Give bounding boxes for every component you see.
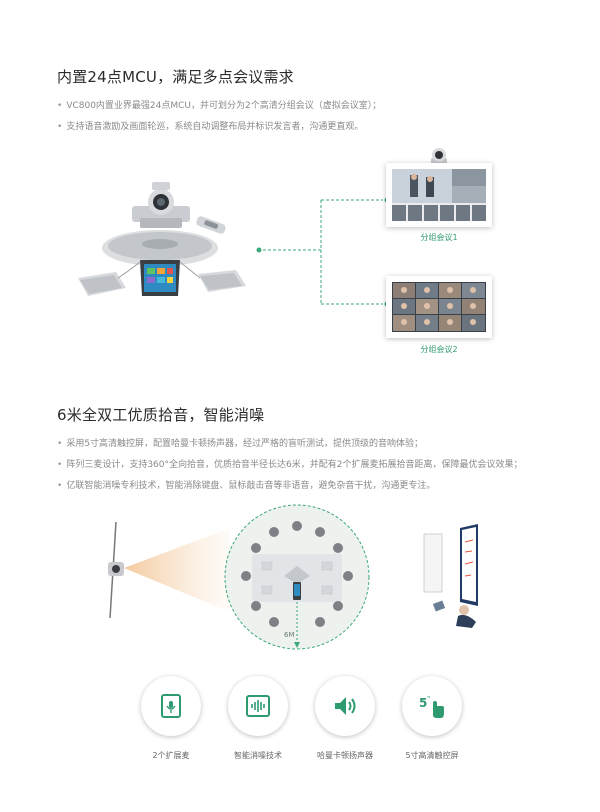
feature-circle: [141, 676, 201, 736]
feature-expansion-mics: 2个扩展麦: [126, 676, 216, 761]
bullet-item: 亿联智能消噪专利技术，智能消除键盘、鼠标敲击音等非语音，避免杂音干扰，沟通更专注…: [57, 476, 522, 497]
pickup-zone-illustration: [224, 504, 370, 650]
section2-bullets: 采用5寸高清触控屏，配置哈曼卡顿扬声器，经过严格的盲听测试，提供顶级的音响体验；…: [57, 434, 522, 497]
video-layout-1: [392, 169, 486, 221]
bullet-item: 阵列三麦设计，支持360°全向拾音，优质拾音半径长达6米，并配有2个扩展麦拓展拾…: [57, 455, 522, 476]
section2-title: 6米全双工优质拾音，智能消噪: [57, 406, 265, 424]
bullet-item: 采用5寸高清触控屏，配置哈曼卡顿扬声器，经过严格的盲听测试，提供顶级的音响体验；: [57, 434, 522, 455]
feature-label: 智能消噪技术: [234, 751, 282, 760]
feature-label: 2个扩展麦: [152, 751, 190, 760]
svg-text:5: 5: [419, 696, 427, 710]
touchscreen-icon: 5 ": [419, 695, 444, 718]
feature-noise-cancel: 智能消噪技术: [213, 676, 303, 761]
vc800-device-illustration: [78, 182, 246, 296]
feature-circle: [228, 676, 288, 736]
speaker-icon: [335, 697, 356, 715]
noise-cancel-icon: [246, 695, 270, 717]
room-caption-2: 分组会议2: [420, 345, 458, 354]
camera-beam-illustration: [108, 521, 230, 619]
feature-label: 5寸高清触控屏: [405, 751, 459, 760]
pickup-radius-label: 6M: [284, 631, 295, 639]
room-caption-1: 分组会议1: [420, 233, 458, 242]
bullet-item: VC800内置业界最强24点MCU，并可划分为2个高清分组会议（虚拟会议室）；: [57, 96, 381, 117]
split-connector: [256, 197, 390, 307]
feature-circle: [315, 676, 375, 736]
feature-label: 哈曼卡顿扬声器: [317, 751, 373, 760]
feature-circle: 5 ": [402, 676, 462, 736]
group-meeting-1-display: [386, 163, 492, 227]
svg-text:": ": [427, 695, 430, 703]
feature-touchscreen: 5 " 5寸高清触控屏: [387, 676, 477, 761]
section1-title: 内置24点MCU，满足多点会议需求: [57, 68, 294, 86]
group-meeting-2-display: [386, 276, 492, 338]
mic-pod-icon: [161, 694, 181, 718]
section1-bullets: VC800内置业界最强24点MCU，并可划分为2个高清分组会议（虚拟会议室）； …: [57, 96, 381, 138]
feature-speaker: 哈曼卡顿扬声器: [300, 676, 390, 761]
bullet-item: 支持语音激励及画面轮巡，系统自动调整布局并标识发言者，沟通更直观。: [57, 117, 381, 138]
video-layout-2: [392, 282, 486, 332]
presenter-illustration: [423, 524, 478, 628]
